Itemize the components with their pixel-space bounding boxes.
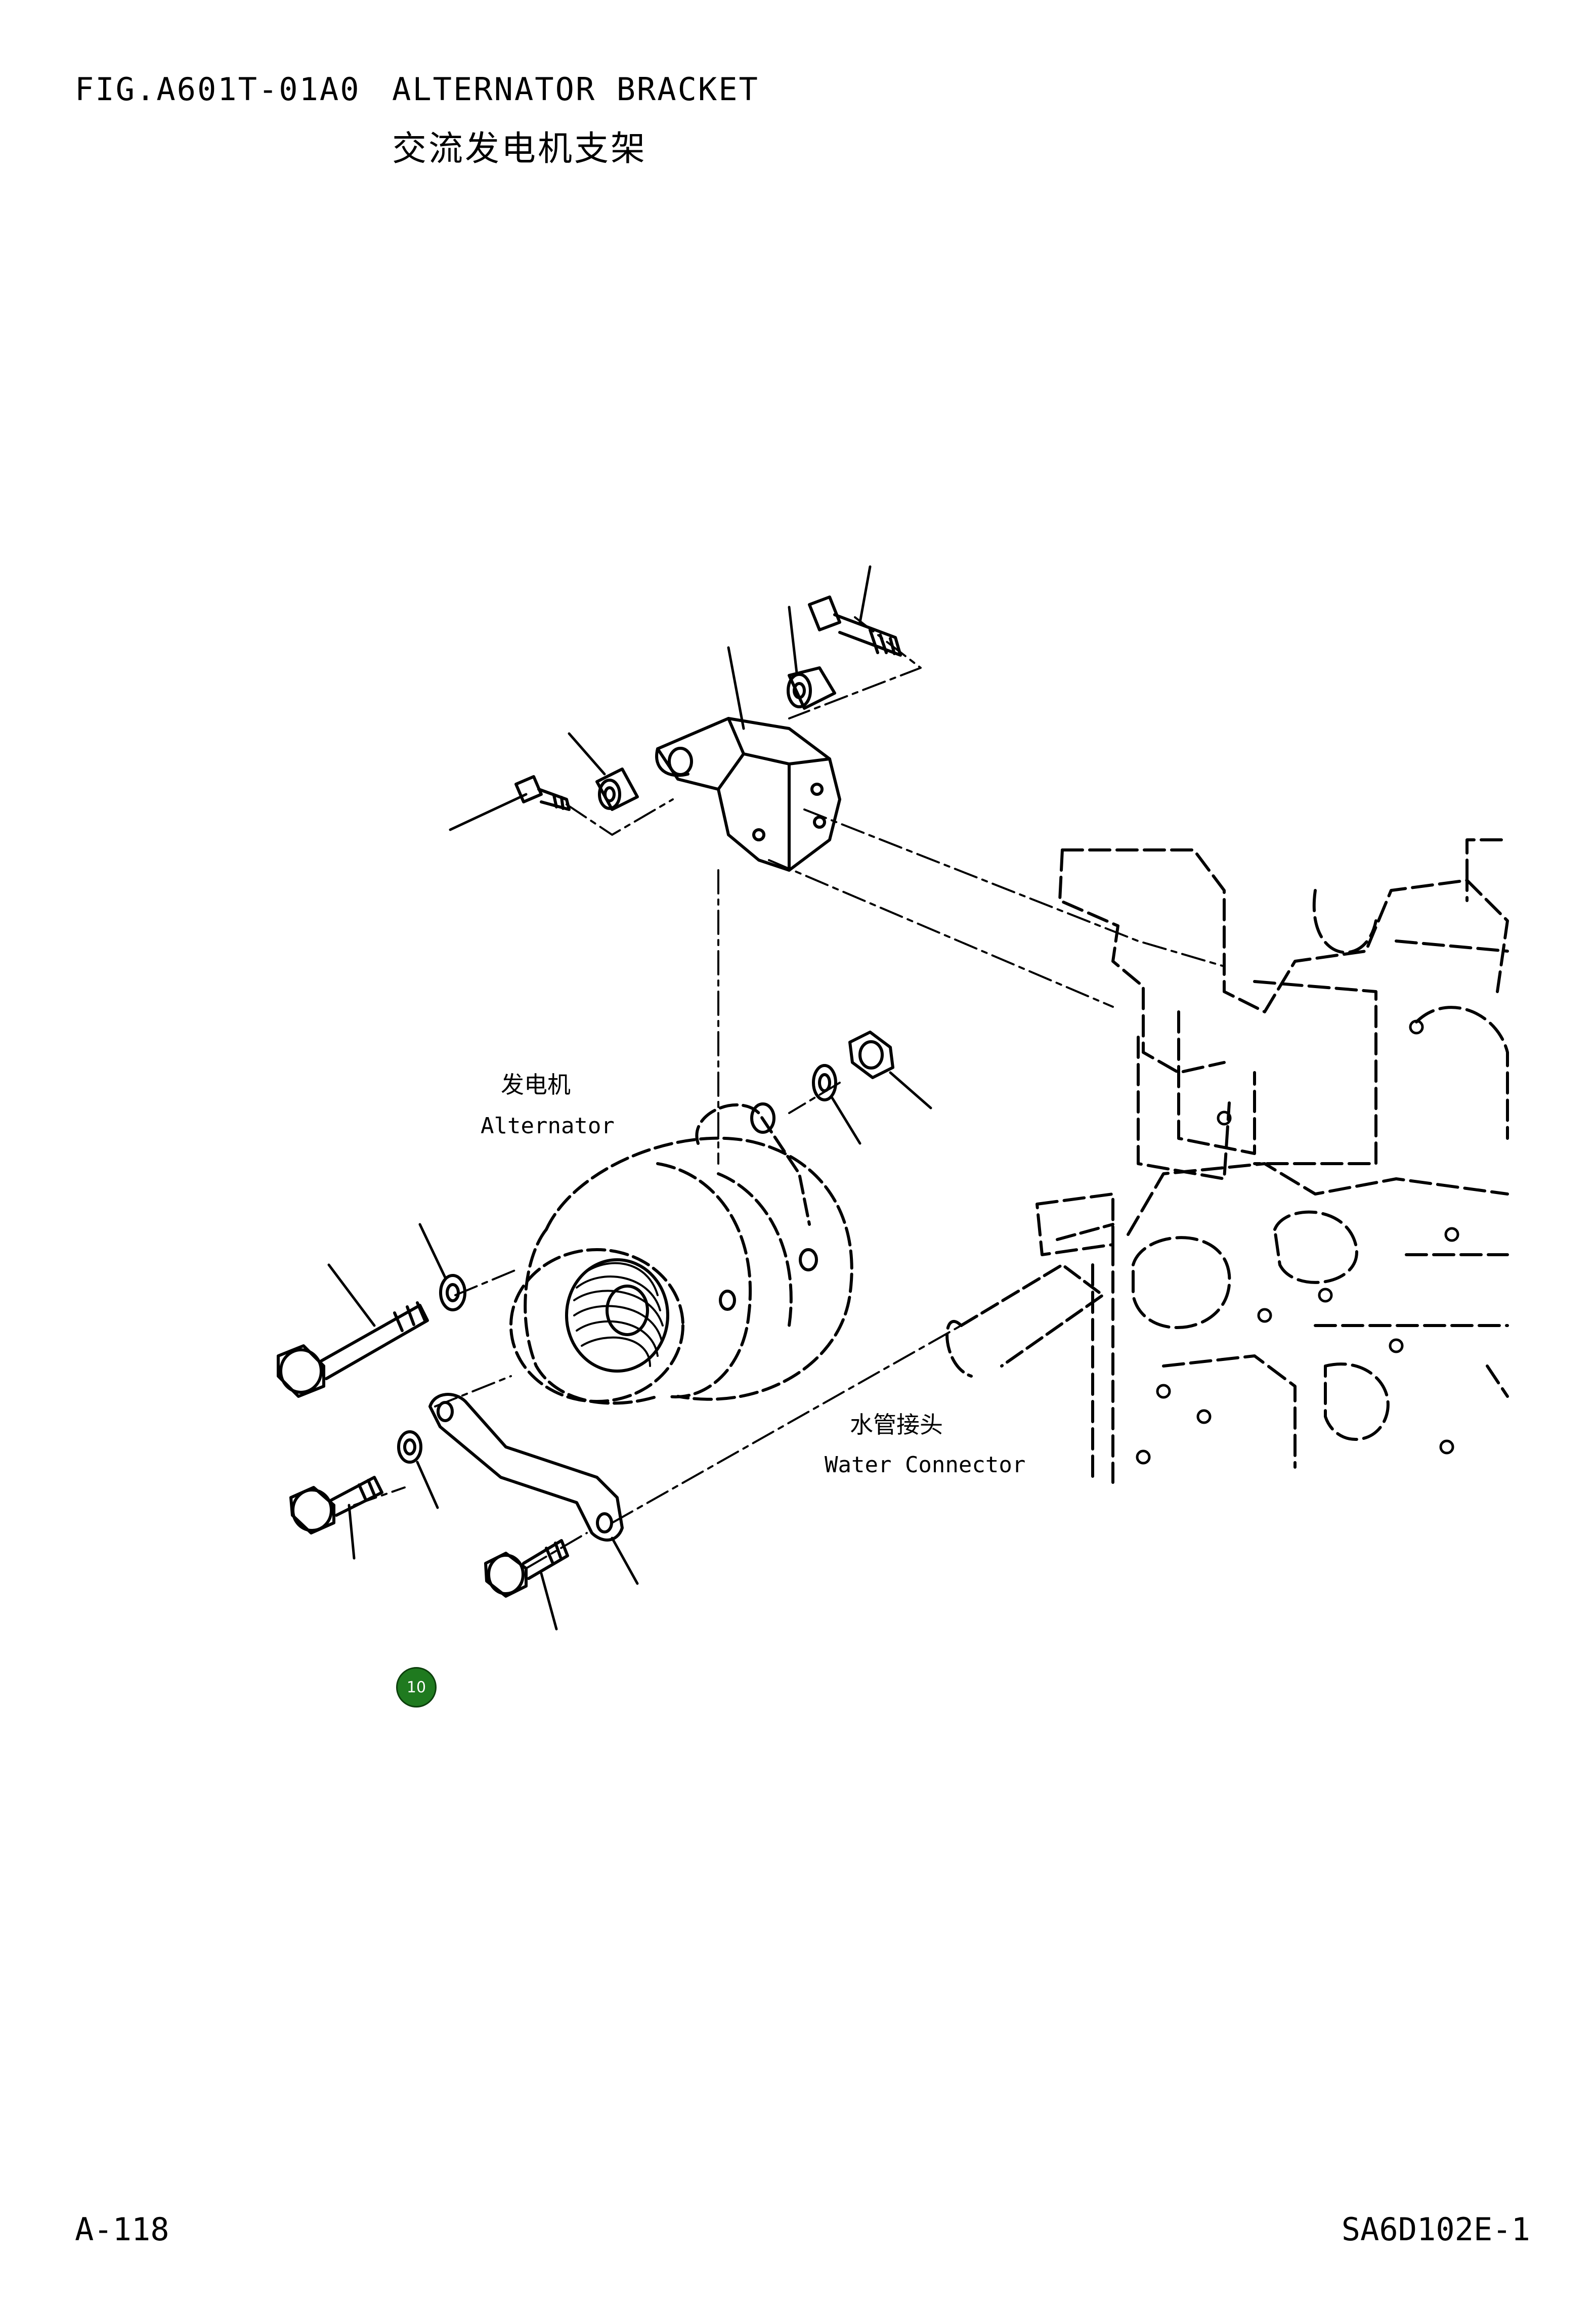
engine-block	[1036, 838, 1509, 1484]
bolt-left	[514, 775, 571, 811]
bushing-top	[787, 666, 836, 710]
alternator-label-cn: 发电机	[501, 1071, 571, 1098]
bolt-top	[808, 595, 902, 657]
callout-badge[interactable]: 10	[396, 1667, 437, 1708]
alternator-bracket	[655, 717, 841, 872]
alternator-pulley	[509, 1248, 684, 1403]
alternator-body	[524, 1103, 853, 1405]
alternator-lugs	[719, 1102, 818, 1311]
leader-lines	[327, 565, 932, 1631]
figure-id: FIG.A601T-01A0	[75, 71, 361, 108]
washer-long-bolt	[439, 1274, 466, 1311]
long-bolt	[277, 1301, 429, 1398]
bottom-bolt	[484, 1539, 569, 1598]
adjusting-strap	[428, 1393, 624, 1542]
engine-bolt-holes	[1136, 1019, 1459, 1465]
washer-lower	[397, 1430, 422, 1464]
figure-title: ALTERNATOR BRACKET	[392, 71, 759, 108]
collar-left	[595, 767, 639, 811]
alternator-label-en: Alternator	[481, 1113, 615, 1139]
page-number: A-118	[75, 2211, 169, 2248]
short-bolt-lower	[289, 1476, 383, 1534]
nut	[848, 1031, 894, 1079]
washer-upper	[812, 1064, 837, 1101]
water-connector-label-cn: 水管接头	[850, 1411, 943, 1438]
water-connector	[945, 1223, 1114, 1378]
alignment-lines	[353, 616, 1225, 1569]
document-code: SA6D102E-1	[1341, 2211, 1530, 2248]
water-connector-label-en: Water Connector	[825, 1452, 1026, 1478]
figure-subtitle: 交流发电机支架	[392, 129, 648, 169]
